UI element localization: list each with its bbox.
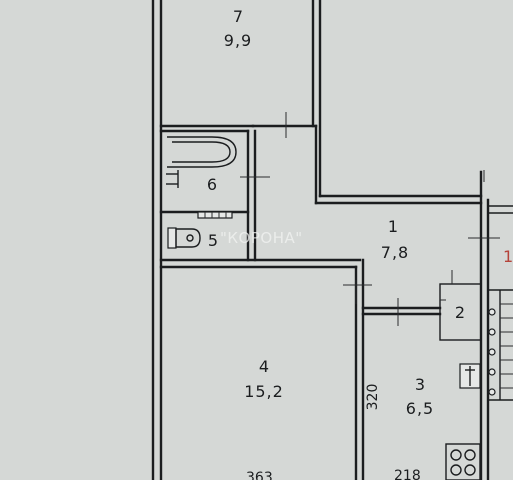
room-3-area: 6,5	[406, 399, 434, 418]
dimension-room-3-width: 218	[394, 468, 421, 480]
room-7-number: 7	[233, 7, 243, 26]
dimension-room-4-width: 363	[246, 470, 273, 480]
room-7-walls	[159, 0, 322, 198]
exterior-wall-left	[151, 0, 163, 480]
room-1-walls	[314, 124, 500, 480]
room-1-area: 7,8	[381, 243, 409, 262]
room-2-closet	[439, 270, 482, 341]
room-5-number: 5	[208, 231, 218, 250]
stove	[445, 443, 481, 480]
room-3-number: 3	[415, 375, 425, 394]
room-2-number: 2	[455, 303, 465, 322]
room-7-area: 9,9	[224, 31, 252, 50]
room-1-number: 1	[388, 217, 398, 236]
radiator	[459, 363, 481, 389]
room-4-area: 15,2	[244, 382, 284, 401]
toilet	[167, 227, 201, 249]
sink-room-6	[166, 170, 179, 188]
staircase	[488, 205, 513, 401]
bathtub	[167, 136, 237, 168]
dimension-room-3-height: 320	[365, 384, 381, 411]
room-3-walls	[361, 298, 442, 326]
edge-mark: 1	[503, 247, 513, 266]
room-4-number: 4	[259, 357, 269, 376]
vent-grille	[197, 211, 233, 219]
room-6-number: 6	[207, 175, 217, 194]
room-4-walls	[343, 258, 372, 480]
bathroom-walls	[159, 129, 362, 269]
watermark-text: "КОРОНА"	[220, 229, 303, 247]
